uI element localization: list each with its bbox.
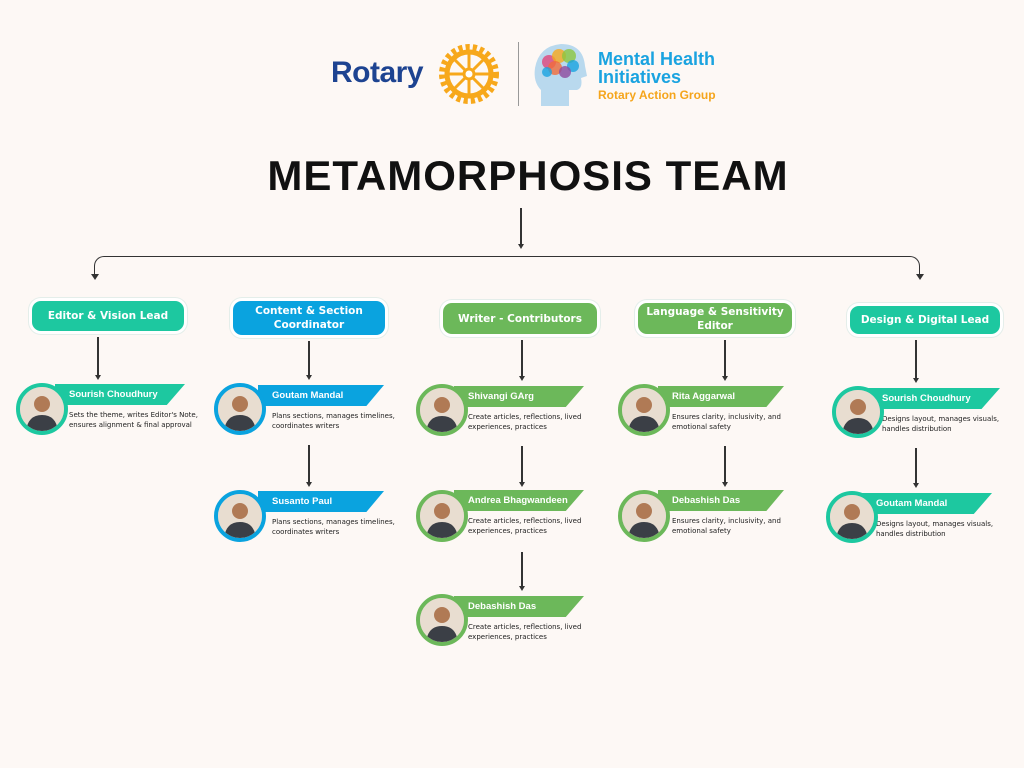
member-avatar bbox=[416, 384, 468, 436]
logo-divider bbox=[518, 42, 519, 106]
arrow-head bbox=[916, 274, 924, 280]
person-photo-icon bbox=[218, 494, 262, 538]
member-description: Create articles, reflections, lived expe… bbox=[468, 413, 582, 431]
connector-arrow bbox=[519, 340, 524, 381]
member-name: Shivangi GArg bbox=[454, 386, 584, 407]
member-avatar bbox=[416, 490, 468, 542]
person-photo-icon bbox=[218, 387, 262, 431]
arrow-head bbox=[91, 274, 99, 280]
member-name: Debashish Das bbox=[454, 596, 584, 617]
connector-arrow bbox=[518, 208, 523, 249]
member-description: Plans sections, manages timelines, coord… bbox=[272, 412, 395, 430]
member-description: Create articles, reflections, lived expe… bbox=[468, 623, 582, 641]
connector-arrow bbox=[913, 340, 918, 383]
brain-head-icon bbox=[534, 44, 587, 106]
connector-arrow bbox=[519, 446, 524, 487]
rotary-wheel-icon bbox=[439, 44, 499, 104]
person-photo-icon bbox=[622, 388, 666, 432]
connector-bracket bbox=[94, 256, 920, 276]
member-avatar bbox=[16, 383, 68, 435]
connector-arrow bbox=[306, 341, 311, 380]
connector-arrow bbox=[913, 448, 918, 488]
person-photo-icon bbox=[420, 494, 464, 538]
member-name: Sourish Choudhury bbox=[55, 384, 185, 405]
mhi-line1: Mental Health bbox=[598, 49, 716, 69]
mhi-subtitle: Rotary Action Group bbox=[598, 88, 716, 102]
member-name: Andrea Bhagwandeen bbox=[454, 490, 584, 511]
connector-arrow bbox=[519, 552, 524, 591]
member-name: Goutam Mandal bbox=[862, 493, 992, 514]
role-header: Content & Section Coordinator bbox=[233, 301, 385, 335]
member-description: Ensures clarity, inclusivity, and emotio… bbox=[672, 517, 781, 535]
member-avatar bbox=[618, 490, 670, 542]
member-name: Sourish Choudhury bbox=[868, 388, 1000, 409]
connector-arrow bbox=[722, 340, 727, 381]
rotary-logo-text: Rotary bbox=[331, 56, 424, 89]
role-header: Design & Digital Lead bbox=[850, 306, 1000, 334]
connector-arrow bbox=[722, 446, 727, 487]
member-avatar bbox=[214, 383, 266, 435]
mhi-line2: Initiatives bbox=[598, 67, 682, 87]
member-avatar bbox=[826, 491, 878, 543]
role-header: Writer - Contributors bbox=[443, 303, 597, 334]
person-photo-icon bbox=[420, 598, 464, 642]
member-description: Plans sections, manages timelines, coord… bbox=[272, 518, 395, 536]
member-name: Rita Aggarwal bbox=[658, 386, 784, 407]
member-avatar bbox=[214, 490, 266, 542]
connector-arrow bbox=[306, 445, 311, 487]
member-description: Create articles, reflections, lived expe… bbox=[468, 517, 582, 535]
member-avatar bbox=[416, 594, 468, 646]
member-description: Ensures clarity, inclusivity, and emotio… bbox=[672, 413, 781, 431]
member-avatar bbox=[618, 384, 670, 436]
person-photo-icon bbox=[830, 495, 874, 539]
member-avatar bbox=[832, 386, 884, 438]
member-description: Designs layout, manages visuals, handles… bbox=[882, 415, 1000, 433]
member-description: Designs layout, manages visuals, handles… bbox=[876, 520, 994, 538]
person-photo-icon bbox=[622, 494, 666, 538]
person-photo-icon bbox=[836, 390, 880, 434]
connector-arrow bbox=[95, 337, 100, 380]
member-description: Sets the theme, writes Editor's Note, en… bbox=[69, 411, 198, 429]
person-photo-icon bbox=[420, 388, 464, 432]
role-header: Language & Sensitivity Editor bbox=[638, 303, 792, 334]
page-title: METAMORPHOSIS TEAM bbox=[267, 152, 789, 199]
person-photo-icon bbox=[20, 387, 64, 431]
role-header: Editor & Vision Lead bbox=[32, 301, 184, 331]
member-name: Susanto Paul bbox=[258, 491, 384, 512]
member-name: Debashish Das bbox=[658, 490, 784, 511]
member-name: Goutam Mandal bbox=[258, 385, 384, 406]
